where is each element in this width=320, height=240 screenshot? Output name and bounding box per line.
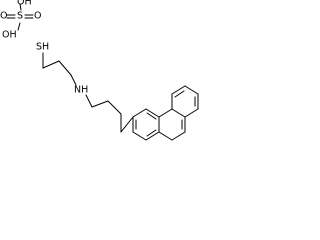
bond-c2-c3	[58, 60, 72, 76]
chemical-structure-drawing: OH S O O OH SH NH	[0, 0, 199, 141]
bond-ring-a-4	[145, 131, 160, 141]
bond-ring-c-3	[184, 85, 199, 95]
bond-c4-c5	[91, 100, 109, 108]
bond-ring-a-5	[132, 131, 147, 141]
bond-c7-ring	[120, 116, 134, 133]
atom-label-oh-top: OH	[17, 0, 32, 8]
bond-ring-b-5	[158, 131, 173, 141]
aminothiol-chain: SH NH	[36, 42, 134, 133]
phenanthrene-ring-system	[132, 85, 199, 141]
bond-n-c4	[85, 94, 93, 108]
bond-c3-n	[70, 74, 77, 86]
bond-c5-c6	[107, 100, 122, 115]
bond-ring-a-inner-2	[146, 129, 157, 137]
bond-ring-b-1	[158, 108, 173, 118]
bond-s-oh-bottom	[17, 22, 21, 31]
bond-ring-b-2	[171, 108, 186, 118]
bond-ring-c-inner-1	[174, 90, 185, 98]
bond-ring-c-2	[171, 85, 186, 95]
atom-label-oxygen-left: O	[0, 11, 7, 22]
bond-ring-a-2	[145, 108, 160, 118]
bond-c1-c2	[42, 60, 60, 69]
bond-ring-a-inner-1	[146, 112, 157, 120]
bond-ring-b-4	[171, 131, 186, 141]
bond-ring-c-5	[184, 108, 199, 118]
atom-label-thiol: SH	[36, 42, 49, 53]
bond-s-oh-top	[19, 3, 22, 11]
bond-ring-a-1	[132, 108, 147, 118]
atom-label-oxygen-right: O	[34, 11, 41, 22]
sulfuric-acid-fragment: OH S O O OH	[0, 0, 41, 41]
atom-label-sulfur: S	[17, 11, 23, 22]
atom-label-amine: NH	[74, 85, 88, 96]
atom-label-ho-bottom: OH	[2, 30, 17, 41]
